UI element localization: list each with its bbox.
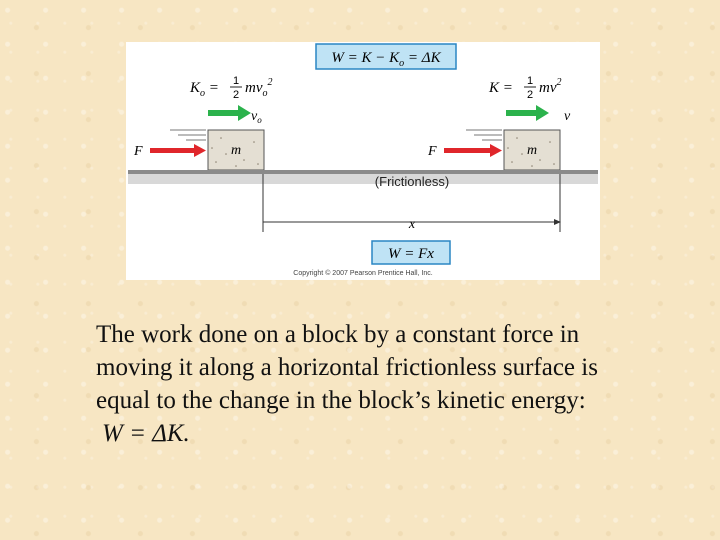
right-velocity-arrow xyxy=(506,105,549,121)
bottom-equation: W = Fx xyxy=(388,246,434,262)
right-ke-numerator: 1 xyxy=(527,75,533,87)
right-motion-lines xyxy=(466,129,502,141)
right-mass-label: m xyxy=(527,143,537,158)
right-ke-rhs: mv2 xyxy=(539,77,562,96)
right-block-texture xyxy=(507,137,555,167)
right-velocity-label: v xyxy=(564,109,571,124)
left-mass-label: m xyxy=(231,143,241,158)
figure-diagram: W = K − Ko = ΔK Ko = 1 2 mvo2 K = 1 2 mv… xyxy=(128,43,598,277)
left-block-texture xyxy=(211,137,259,167)
caption-text: The work done on a block by a constant f… xyxy=(96,318,696,450)
right-force-arrow xyxy=(444,144,502,157)
copyright-notice: Copyright © 2007 Pearson Prentice Hall, … xyxy=(293,269,432,277)
caption-equation: W = ΔK. xyxy=(102,420,190,447)
top-equation: W = K − Ko = ΔK xyxy=(331,50,441,69)
top-equation-box xyxy=(315,43,457,70)
caption-line-3: equal to the change in the block’s kinet… xyxy=(96,387,586,414)
displacement-arrow xyxy=(263,219,561,225)
left-ke-rhs: mvo2 xyxy=(245,77,273,99)
left-velocity-label: vo xyxy=(251,109,262,125)
caption-line-1: The work done on a block by a constant f… xyxy=(96,321,580,348)
left-motion-lines xyxy=(170,129,206,141)
right-force-label: F xyxy=(427,144,437,159)
right-kinetic-energy-label: K = xyxy=(488,80,513,96)
left-ke-denominator: 2 xyxy=(233,89,239,101)
left-ke-numerator: 1 xyxy=(233,75,239,87)
displacement-label: x xyxy=(408,217,416,232)
ground-surface xyxy=(128,170,598,174)
surface-label: (Frictionless) xyxy=(375,174,449,189)
work-energy-figure: W = K − Ko = ΔK Ko = 1 2 mvo2 K = 1 2 mv… xyxy=(126,42,600,280)
ground-shade xyxy=(128,174,598,184)
left-velocity-arrow xyxy=(208,105,251,121)
left-kinetic-energy-label: Ko = xyxy=(189,80,219,99)
left-force-arrow xyxy=(150,144,206,157)
bottom-equation-box xyxy=(371,240,451,265)
right-ke-denominator: 2 xyxy=(527,89,533,101)
caption-line-2: moving it along a horizontal frictionles… xyxy=(96,354,598,381)
left-force-label: F xyxy=(133,144,143,159)
